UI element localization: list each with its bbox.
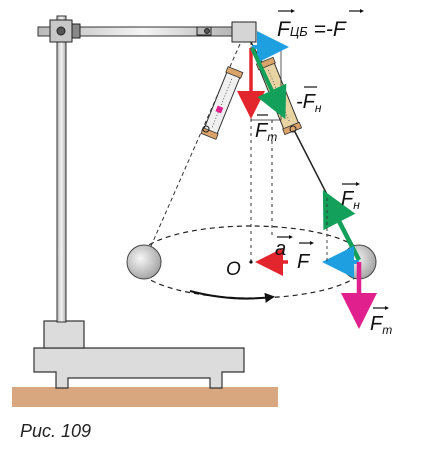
arm-end-block bbox=[231, 21, 257, 43]
figure-caption: Рис. 109 bbox=[20, 421, 92, 441]
arm-knob bbox=[196, 26, 212, 36]
label-fn: Fн bbox=[341, 188, 360, 212]
label-ft-top: Fт bbox=[255, 120, 277, 144]
label-f: F bbox=[297, 251, 311, 273]
vector-bar-tips bbox=[289, 9, 389, 310]
label-minus-fn: -Fн bbox=[296, 91, 322, 115]
minus-fn-green-arrow bbox=[250, 47, 287, 120]
stand-base bbox=[33, 320, 245, 389]
left-thread bbox=[143, 43, 241, 263]
label-fcb: FЦБ =-F bbox=[277, 18, 347, 41]
rotation-arrow bbox=[189, 290, 275, 303]
floor bbox=[12, 387, 278, 407]
left-ball bbox=[126, 244, 162, 280]
left-hook-ring bbox=[202, 125, 210, 133]
left-dynamometer bbox=[200, 66, 244, 140]
label-a: a bbox=[275, 238, 286, 260]
label-o: O bbox=[226, 259, 241, 280]
vector-bars bbox=[257, 10, 385, 309]
clamp bbox=[49, 19, 81, 43]
vertical-rod bbox=[56, 15, 67, 323]
center-point bbox=[249, 260, 253, 264]
label-ft-bottom: Fт bbox=[370, 313, 392, 337]
right-hook-ring bbox=[289, 125, 297, 133]
